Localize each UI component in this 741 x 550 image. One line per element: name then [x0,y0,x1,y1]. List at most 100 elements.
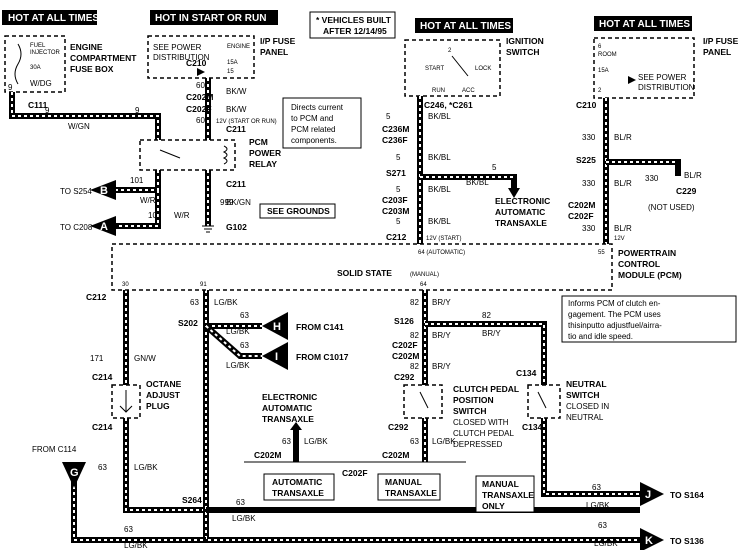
svg-text:IGNITION: IGNITION [506,36,544,46]
svg-text:330: 330 [582,224,596,233]
svg-text:K: K [645,535,653,547]
relay-coil-icon [222,145,228,165]
svg-text:FUEL: FUEL [30,43,46,49]
svg-text:5: 5 [386,112,391,121]
svg-text:FROM C114: FROM C114 [32,445,77,454]
svg-text:TRANSAXLE: TRANSAXLE [272,488,324,498]
svg-text:SEE POWER: SEE POWER [153,43,202,52]
svg-text:RELAY: RELAY [249,159,277,169]
svg-text:C210: C210 [576,100,597,110]
svg-text:C292: C292 [394,372,415,382]
svg-text:G102: G102 [226,222,247,232]
manual-transaxle-box [377,473,441,501]
svg-text:9: 9 [45,106,50,115]
connector-h-icon [262,312,288,340]
arrow-icon [628,76,636,84]
svg-text:12V: 12V [614,236,625,242]
svg-text:MODULE (PCM): MODULE (PCM) [618,270,682,280]
svg-text:BL/R: BL/R [614,224,632,233]
svg-text:SWITCH: SWITCH [506,47,540,57]
svg-text:C203F: C203F [382,195,408,205]
svg-text:TRANSAXLE: TRANSAXLE [262,414,314,424]
svg-text:C111: C111 [28,100,48,110]
engine-compartment-fuse-box [4,35,66,93]
svg-text:BR/Y: BR/Y [432,362,451,371]
svg-text:C202M: C202M [382,450,409,460]
ignition-switch-contact-icon [451,55,469,77]
svg-text:BR/Y: BR/Y [432,331,451,340]
svg-text:C134: C134 [516,368,537,378]
svg-text:63: 63 [190,298,199,307]
svg-text:171: 171 [90,354,104,363]
svg-text:DEPRESSED: DEPRESSED [453,440,503,449]
connector-i-icon [262,342,288,370]
relay-callout [282,97,362,149]
svg-text:C202M: C202M [254,450,281,460]
svg-text:9: 9 [8,83,13,92]
automatic-transaxle-box [263,473,335,501]
svg-text:C246, *C261: C246, *C261 [424,100,473,110]
svg-text:999: 999 [220,198,234,207]
svg-text:ROOM: ROOM [598,52,617,58]
svg-text:I/P FUSE: I/P FUSE [703,36,739,46]
svg-text:C211: C211 [226,179,246,189]
svg-text:BL/R: BL/R [614,179,632,188]
svg-text:FROM C141: FROM C141 [296,322,344,332]
clutch-callout [561,295,737,343]
svg-text:TRANSAXLE: TRANSAXLE [495,218,547,228]
svg-text:BK/BL: BK/BL [428,217,451,226]
octane-adjust-plug [111,384,141,419]
vehicles-note-line2: AFTER 12/14/95 [323,26,387,36]
svg-text:BK/W: BK/W [226,87,247,96]
svg-text:12V (START): 12V (START) [426,236,461,242]
svg-text:to PCM and: to PCM and [291,114,333,123]
svg-text:63: 63 [592,483,601,492]
svg-text:C202M: C202M [186,92,213,102]
svg-text:82: 82 [482,311,491,320]
svg-text:PANEL: PANEL [703,47,731,57]
svg-text:BL/R: BL/R [684,171,702,180]
svg-text:CLOSED WITH: CLOSED WITH [453,418,509,427]
svg-text:NEUTRAL: NEUTRAL [566,413,604,422]
manual-transaxle-only-box [475,475,535,513]
svg-text:LG/BK: LG/BK [134,463,158,472]
svg-text:INJECTOR: INJECTOR [30,50,61,56]
svg-text:TRANSAXLE: TRANSAXLE [482,490,534,500]
arrow-icon [197,68,205,76]
fuel-injector-fuse-icon [14,43,22,85]
header-hot-at-all-times-2: HOT AT ALL TIMES [420,21,511,32]
svg-text:TO S136: TO S136 [670,536,704,546]
svg-text:91: 91 [200,282,207,288]
svg-text:12V (START OR RUN): 12V (START OR RUN) [216,119,277,125]
svg-text:DISTRIBUTION: DISTRIBUTION [638,83,695,92]
svg-text:BK/BL: BK/BL [428,185,451,194]
svg-text:C214: C214 [92,422,113,432]
svg-text:POWERTRAIN: POWERTRAIN [618,248,676,258]
svg-text:RUN: RUN [432,88,445,94]
svg-text:COMPARTMENT: COMPARTMENT [70,53,137,63]
ip-fuse-panel-1 [147,35,255,79]
svg-text:C202F: C202F [392,340,418,350]
svg-text:2: 2 [448,48,452,54]
svg-text:W/R: W/R [174,211,190,220]
svg-text:PLUG: PLUG [146,401,170,411]
svg-text:thisinputto adjustfuel/airra-: thisinputto adjustfuel/airra- [568,321,662,330]
svg-text:63: 63 [410,437,419,446]
svg-text:63: 63 [240,311,249,320]
arrow-down-icon [508,188,520,198]
svg-text:W/R: W/R [140,196,156,205]
svg-text:C212: C212 [386,232,407,242]
svg-text:C236M: C236M [382,124,409,134]
svg-text:TO S254: TO S254 [60,187,92,196]
svg-text:AUTOMATIC: AUTOMATIC [495,207,545,217]
svg-text:64 (AUTOMATIC): 64 (AUTOMATIC) [418,250,465,256]
svg-text:63: 63 [98,463,107,472]
switch-contact-icon [419,391,429,409]
svg-text:9: 9 [135,106,140,115]
svg-text:101: 101 [130,176,144,185]
header-hot-at-all-times-3: HOT AT ALL TIMES [599,19,690,30]
svg-text:63: 63 [282,437,291,446]
svg-text:PCM related: PCM related [291,125,335,134]
svg-text:30A: 30A [30,65,41,71]
svg-text:C202F: C202F [568,211,594,221]
